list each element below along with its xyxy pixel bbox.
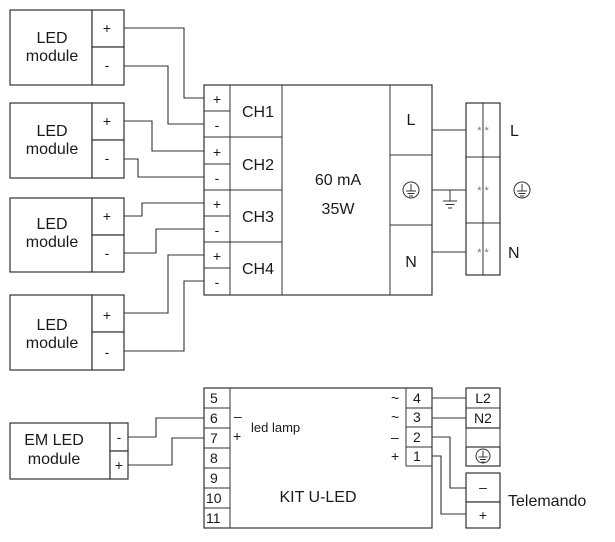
minus-terminal-sign: - [105,57,110,73]
kit-terminal-number: 11 [206,510,221,526]
telemando-label: Telemando [508,493,586,510]
led-module-label: LED [36,317,67,334]
earth-icon [513,181,531,199]
kit-terminal-number: 3 [413,409,421,425]
driver-terminal-l: L [407,112,416,129]
supply-n2-label: N2 [474,410,492,426]
driver-terminal-n: N [405,254,417,271]
driver-power: 35W [322,201,356,218]
em-module-label: module [28,451,81,468]
minus-terminal-sign: - [105,344,110,360]
led-module-3: LED module + - [9,197,125,273]
kit-terminal-sign: – [391,429,399,445]
led-module-4: LED module + - [9,294,125,371]
channel-label: CH3 [242,209,274,226]
driver-current: 60 mA [315,172,362,189]
kit-terminal-number: 8 [210,450,218,466]
supply-terminal-block: L2 N2 – + [465,387,501,529]
kit-u-led: 5 6 7 8 9 10 11 – + led lamp KIT U-LED 4… [203,387,433,529]
kit-terminal-number: 10 [206,490,222,506]
led-lamp-minus: – [234,408,242,424]
earth-icon [402,181,420,199]
minus-terminal-sign: - [215,170,220,186]
led-module-label: module [26,141,79,158]
channel-label: CH2 [242,157,274,174]
led-module-label: LED [36,123,67,140]
mains-terminal-block: * * * * * * L N [465,102,531,276]
led-module-label: LED [36,216,67,233]
plus-terminal-sign: + [103,20,111,36]
kit-name: KIT U-LED [279,489,356,506]
led-module-label: LED [36,30,67,47]
plus-terminal-sign: + [103,307,111,323]
kit-terminal-number: 4 [413,390,421,406]
minus-terminal-sign: - [117,429,122,445]
led-module-label: module [26,335,79,352]
minus-terminal-sign: - [215,274,220,290]
supply-plus-sign: + [479,507,487,523]
module-wires [124,27,204,352]
terminal-screws: * * [477,247,489,259]
kit-terminal-number: 9 [210,470,218,486]
plus-terminal-sign: + [115,457,123,473]
kit-terminal-sign: + [391,448,399,464]
led-module-2: LED module + - [9,102,125,179]
led-module-1: LED module + - [9,9,125,86]
supply-l2-label: L2 [475,390,491,406]
kit-terminal-number: 7 [210,430,218,446]
led-module-label: module [26,48,79,65]
supply-minus-sign: – [479,479,487,495]
led-driver: CH1 CH2 CH3 CH4 + - + - + - + - 60 mA 35… [203,84,433,296]
led-lamp-plus: + [233,428,241,444]
mains-n-label: N [508,245,520,262]
kit-terminal-number: 5 [210,390,218,406]
terminal-screws: * * [477,185,489,197]
minus-terminal-sign: - [105,245,110,261]
mains-wires [432,129,466,253]
terminal-screws: * * [477,125,489,137]
plus-terminal-sign: + [213,91,221,107]
plus-terminal-sign: + [103,113,111,129]
minus-terminal-sign: - [105,150,110,166]
minus-terminal-sign: - [215,117,220,133]
kit-terminal-number: 6 [210,410,218,426]
kit-terminal-sign: ~ [391,390,399,406]
ground-icon [443,190,457,209]
plus-terminal-sign: + [213,196,221,212]
kit-supply-wires [432,397,466,515]
minus-terminal-sign: - [215,222,220,238]
channel-label: CH1 [242,104,274,121]
kit-terminal-number: 1 [413,448,421,464]
em-wires [128,417,204,466]
plus-terminal-sign: + [103,208,111,224]
channel-label: CH4 [242,261,274,278]
mains-l-label: L [510,123,519,140]
plus-terminal-sign: + [213,248,221,264]
earth-icon [475,448,491,464]
led-module-label: module [26,234,79,251]
kit-terminal-sign: ~ [391,409,399,425]
led-lamp-label: led lamp [251,420,300,435]
kit-terminal-number: 2 [413,429,421,445]
em-module-label: EM LED [24,432,84,449]
plus-terminal-sign: + [213,144,221,160]
em-led-module: EM LED module - + [9,422,129,480]
